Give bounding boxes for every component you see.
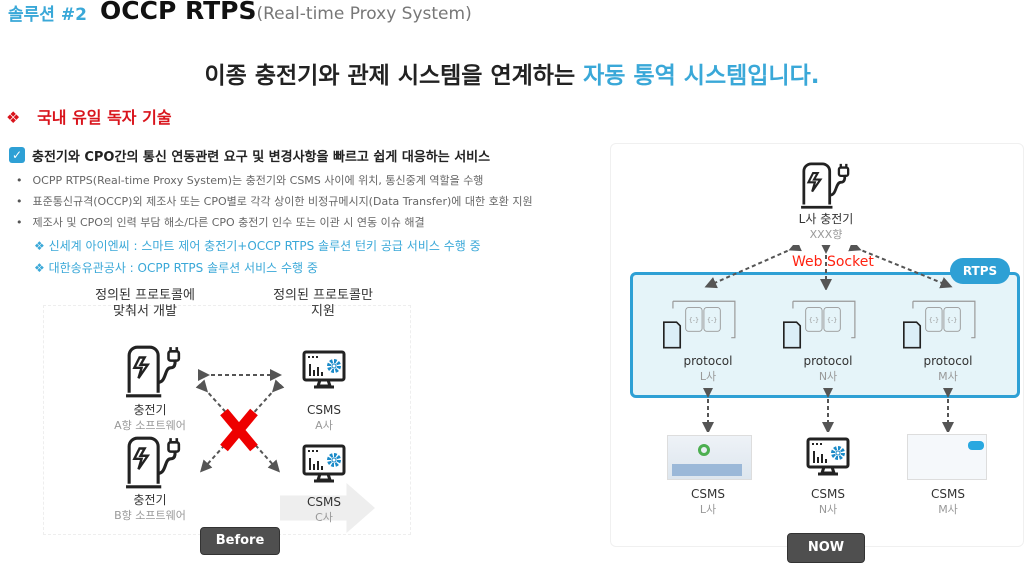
charger-icon (798, 162, 854, 210)
protocol-icon (782, 298, 864, 350)
monitor-icon (806, 437, 850, 477)
before-button[interactable]: Before (200, 527, 280, 555)
subtitle-text: 이종 충전기와 관제 시스템을 연계하는 (204, 63, 584, 89)
before-connection-arrows (195, 369, 285, 473)
reference-item: ❖ 대한송유관공사 : OCPP RTPS 솔루션 서비스 수행 중 (34, 261, 318, 275)
csms-arrows (702, 388, 954, 432)
monitor-icon (302, 444, 346, 484)
csms-l-screenshot (667, 435, 752, 480)
subtitle-highlight: 자동 통역 시스템입니다. (583, 63, 820, 89)
solution-label: 솔루션 #2 (8, 5, 87, 25)
now-button[interactable]: NOW (787, 533, 865, 563)
red-x-icon (220, 408, 258, 452)
websocket-arrows (704, 245, 953, 290)
charger-icon (125, 345, 183, 399)
protocol-icon (662, 298, 744, 350)
bullet-item: 제조사 및 CPO의 인력 부담 해소/다른 CPO 충전기 인수 또는 이관 … (16, 214, 425, 230)
lead-text: 충전기와 CPO간의 통신 연동관련 요구 및 변경사항을 빠르고 쉽게 대응하… (32, 150, 491, 165)
websocket-label: Web Socket (792, 254, 874, 270)
title-main: OCCP RTPS (100, 0, 257, 25)
subtitle: 이종 충전기와 관제 시스템을 연계하는 자동 통역 시스템입니다. (205, 56, 820, 90)
protocol-icon (902, 298, 984, 350)
bullet-item: 표준통신규격(OCCP)외 제조사 또는 CPO별로 각각 상이한 비정규메시지… (16, 193, 533, 209)
section-heading: ❖ 국내 유일 독자 기술 (6, 104, 172, 128)
title-suffix: (Real-time Proxy System) (256, 4, 472, 24)
csms-m-screenshot (907, 434, 987, 480)
diamond-bullet-icon: ❖ (6, 108, 21, 127)
bullet-item: OCPP RTPS(Real-time Proxy System)는 충전기와 … (16, 172, 484, 188)
checkbox-icon: ✓ (9, 147, 25, 163)
page-title: OCCP RTPS(Real-time Proxy System) (100, 0, 472, 25)
section-title: 국내 유일 독자 기술 (37, 108, 172, 127)
charger-icon (125, 436, 183, 490)
monitor-icon (302, 350, 346, 390)
rtps-badge: RTPS (950, 258, 1010, 284)
reference-item: ❖ 신세계 아이엔씨 : 스마트 제어 충전기+OCCP RTPS 솔루션 턴키… (34, 239, 481, 253)
